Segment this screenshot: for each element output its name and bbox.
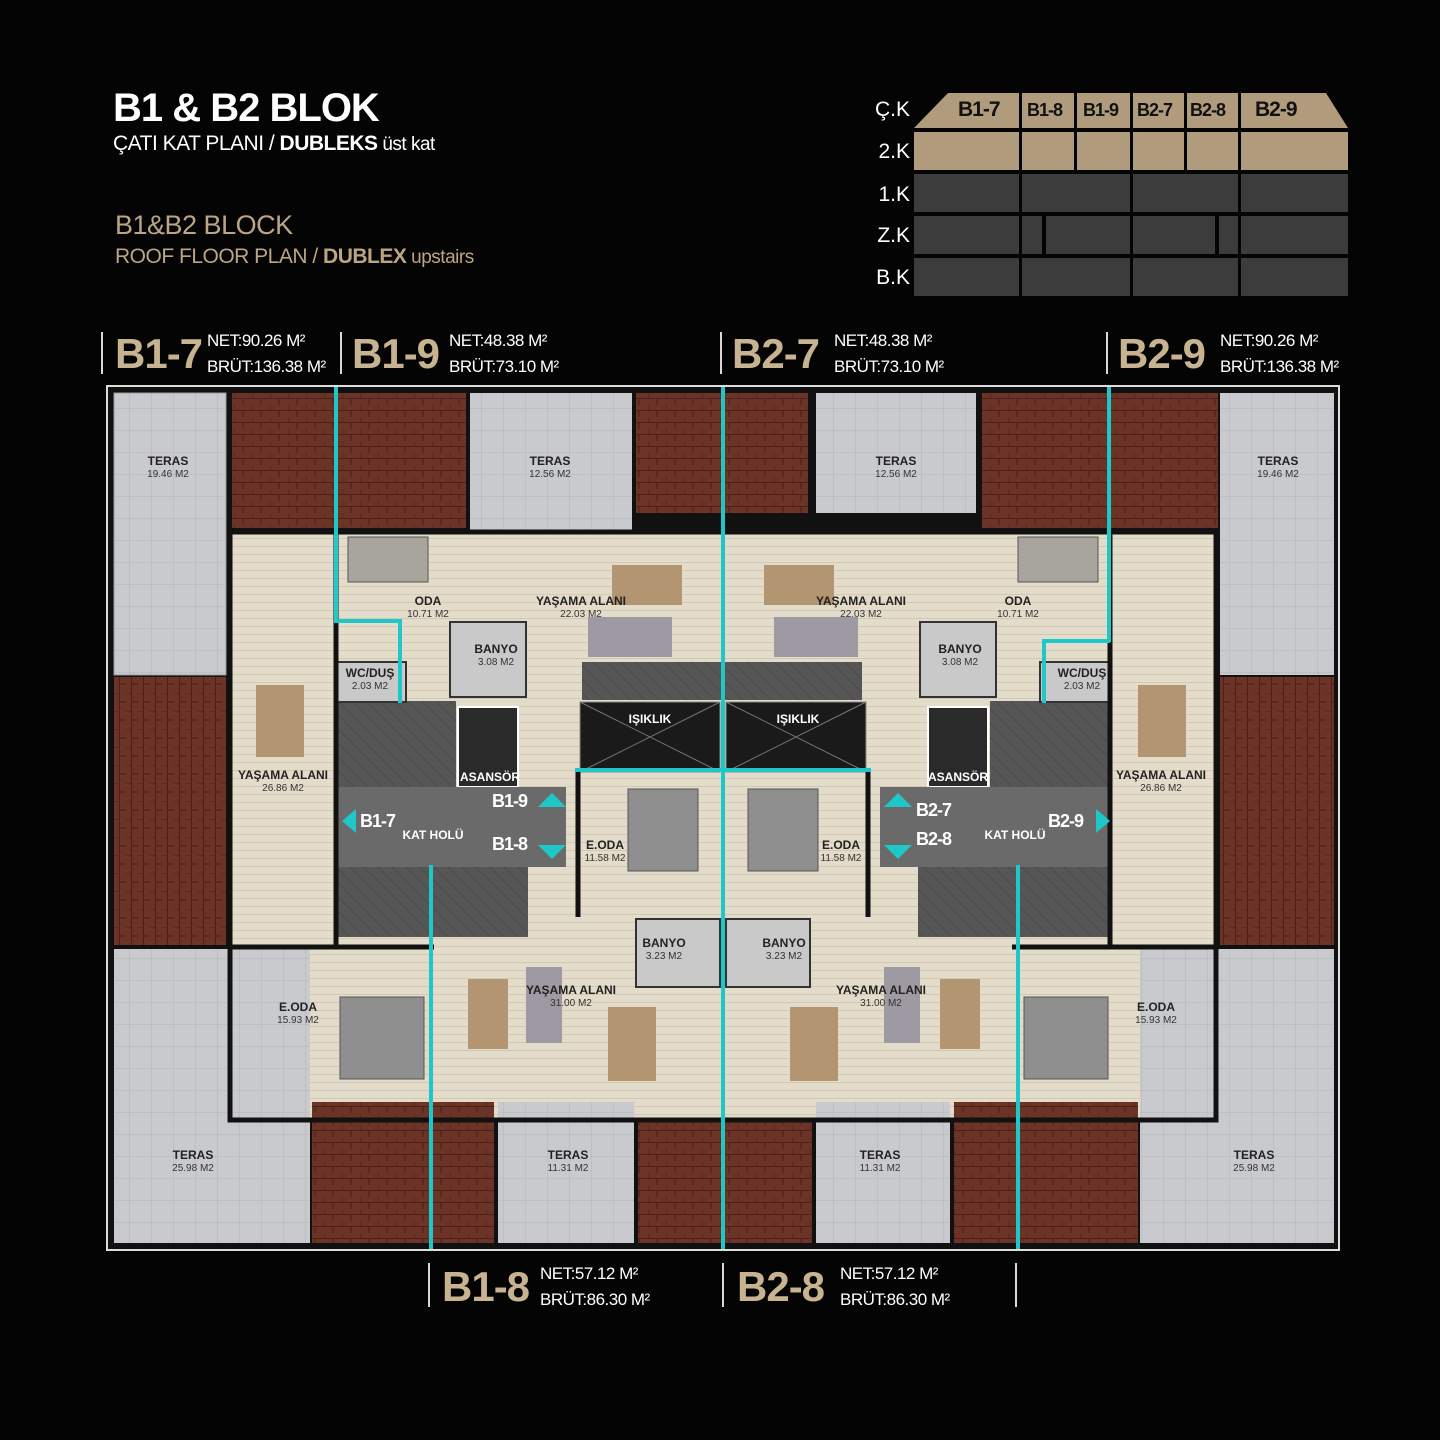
entrance-label: B2-7: [916, 800, 952, 820]
legend-unit: B2-8: [1190, 100, 1226, 120]
entrance-label: B1-8: [492, 834, 528, 854]
divider: [428, 1263, 430, 1307]
legend-unit: B2-7: [1137, 100, 1173, 120]
unit-name: B2-8: [737, 1263, 825, 1310]
legend-unit: B1-8: [1027, 100, 1063, 120]
unit-name: B2-9: [1118, 330, 1206, 377]
arrow-down-icon: [538, 845, 566, 859]
floor-label: Ç.K: [874, 98, 910, 121]
unit-name: B1-8: [442, 1263, 530, 1310]
page-subtitle-en: ROOF FLOOR PLAN / DUBLEX upstairs: [115, 245, 474, 268]
unit-name: B2-7: [732, 330, 820, 377]
unit-divider: [429, 865, 433, 1249]
floor-label: Z.K: [877, 224, 910, 247]
entrance-label: B1-7: [360, 811, 396, 831]
floor-label: 1.K: [878, 183, 910, 206]
page-title: B1 & B2 BLOK: [113, 86, 380, 130]
unit-divider: [721, 387, 725, 1249]
unit-divider: [334, 619, 400, 623]
unit-name: B1-7: [115, 330, 203, 377]
arrow-right-icon: [1096, 809, 1110, 833]
unit-divider: [1016, 865, 1020, 1249]
unit-divider: [575, 768, 871, 772]
room-label: KAT HOLÜ: [402, 828, 464, 842]
divider: [1106, 332, 1108, 374]
divider: [1015, 1263, 1017, 1307]
arrow-left-icon: [342, 809, 356, 833]
floor-label: 2.K: [878, 140, 910, 163]
room-label: IŞIKLIK: [776, 712, 820, 726]
room-label: IŞIKLIK: [628, 712, 672, 726]
legend-unit: B2-9: [1255, 98, 1298, 121]
divider: [101, 332, 103, 374]
floor-legend: Ç.K 2.K 1.K Z.K B.K B1-7: [850, 90, 1360, 300]
room-label: ASANSÖR: [928, 770, 989, 784]
unit-divider: [1107, 387, 1111, 642]
unit-divider: [334, 387, 338, 622]
room-label: KAT HOLÜ: [984, 828, 1046, 842]
arrow-up-icon: [884, 793, 912, 807]
entrance-label: B2-8: [916, 829, 952, 849]
unit-divider: [1042, 639, 1046, 703]
floor-grid: [914, 93, 1348, 296]
page-title-en: B1&B2 BLOCK: [115, 210, 293, 240]
page-subtitle-tr: ÇATI KAT PLANI / DUBLEKS üst kat: [113, 132, 435, 155]
entrance-label: B1-9: [492, 791, 528, 811]
unit-divider: [398, 619, 402, 703]
divider: [340, 332, 342, 374]
floor-label: B.K: [876, 266, 910, 289]
entrance-label: B2-9: [1048, 811, 1084, 831]
legend-unit: B1-7: [958, 98, 1001, 121]
arrow-up-icon: [538, 793, 566, 807]
arrow-down-icon: [884, 845, 912, 859]
unit-divider: [1044, 639, 1110, 643]
room-label: ASANSÖR: [460, 770, 521, 784]
divider: [722, 1263, 724, 1307]
unit-name: B1-9: [352, 330, 440, 377]
legend-unit: B1-9: [1083, 100, 1119, 120]
divider: [720, 332, 722, 374]
